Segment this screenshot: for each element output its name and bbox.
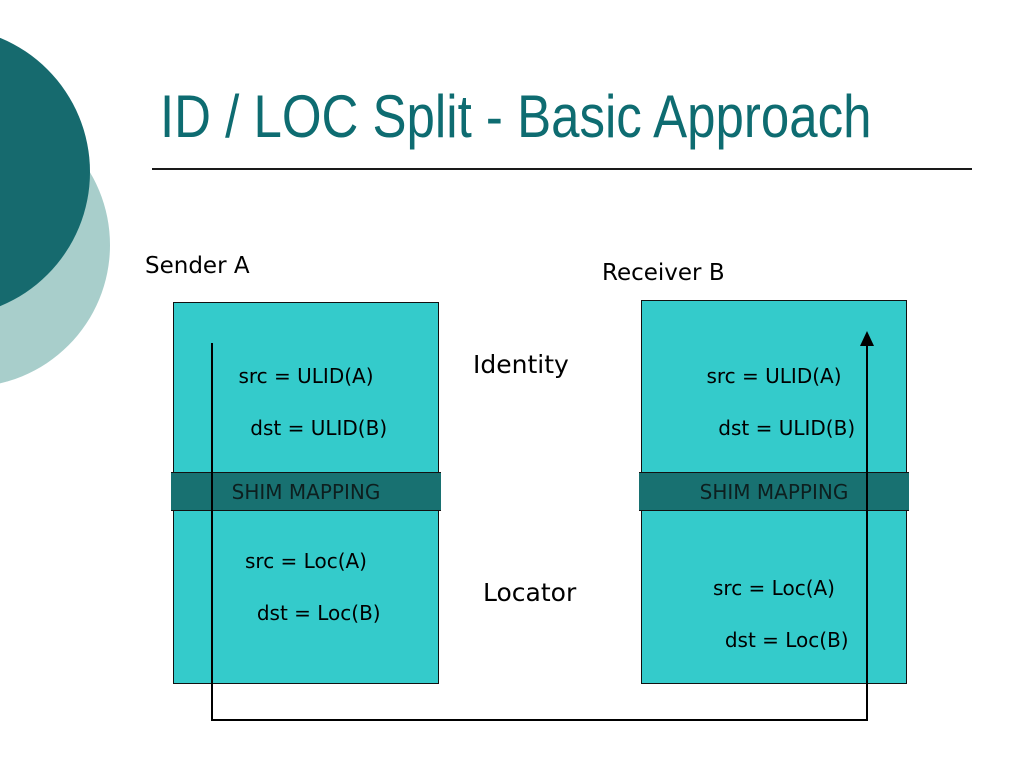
sender-locator-line2: dst = Loc(B) <box>256 601 381 625</box>
slide-title: ID / LOC Split - Basic Approach <box>160 83 872 150</box>
receiver-identity-packet: src = ULID(A) dst = ULID(B) <box>642 363 906 441</box>
receiver-identity-line2: dst = ULID(B) <box>718 416 856 440</box>
receiver-identity-line1: src = ULID(A) <box>706 364 842 388</box>
sender-identity-line2: dst = ULID(B) <box>250 416 388 440</box>
sender-shim-label: SHIM MAPPING <box>231 479 381 504</box>
sender-flow-line <box>211 343 213 720</box>
sender-identity-packet: src = ULID(A) dst = ULID(B) <box>174 363 438 441</box>
sender-identity-line1: src = ULID(A) <box>238 364 374 388</box>
sender-locator-packet: src = Loc(A) dst = Loc(B) <box>174 548 438 626</box>
receiver-flow-line <box>866 345 868 720</box>
sender-shim-mapping-band: SHIM MAPPING <box>171 472 441 511</box>
identity-layer-label: Identity <box>473 350 569 379</box>
bottom-connector-line <box>211 719 868 721</box>
sender-locator-line1: src = Loc(A) <box>245 549 367 573</box>
sender-label: Sender A <box>145 253 250 279</box>
arrow-up-icon <box>860 331 874 346</box>
receiver-locator-packet: src = Loc(A) dst = Loc(B) <box>642 575 906 653</box>
receiver-shim-label: SHIM MAPPING <box>699 479 849 504</box>
receiver-locator-line1: src = Loc(A) <box>713 576 835 600</box>
locator-layer-label: Locator <box>483 578 577 607</box>
receiver-label: Receiver B <box>602 260 725 286</box>
title-underline <box>152 168 972 170</box>
sender-host-box: src = ULID(A) dst = ULID(B) SHIM MAPPING… <box>171 302 441 684</box>
receiver-shim-mapping-band: SHIM MAPPING <box>639 472 909 511</box>
receiver-locator-line2: dst = Loc(B) <box>724 628 849 652</box>
receiver-host-box: src = ULID(A) dst = ULID(B) SHIM MAPPING… <box>639 300 909 684</box>
